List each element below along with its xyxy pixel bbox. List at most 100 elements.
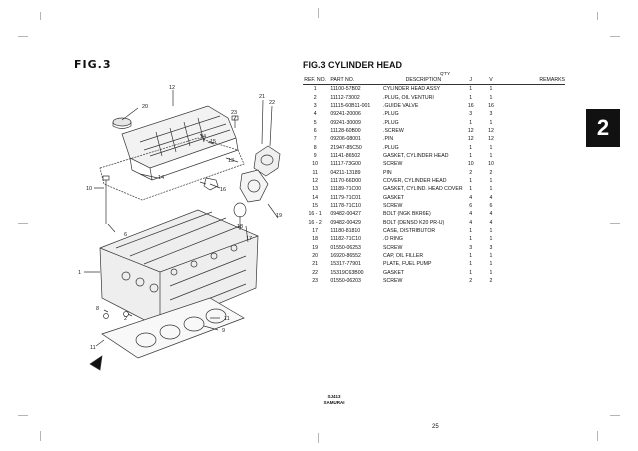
cell-desc: SCREW	[383, 278, 403, 285]
cell-desc: .PIN	[383, 136, 394, 143]
model-code: SJ413	[327, 394, 341, 399]
cell-v: 6	[489, 202, 493, 209]
o-ring	[233, 202, 247, 218]
parts-table: REF. NO. PART NO. DESCRIPTION J V REMARK…	[303, 77, 565, 285]
crop-mark	[597, 431, 598, 441]
callout-17: 17	[246, 236, 252, 242]
cell-remarks	[504, 143, 565, 151]
callout-10: 10	[86, 186, 92, 192]
crop-mark	[610, 36, 620, 37]
cell-desc: CASE, DISTRIBUTOR	[383, 228, 436, 235]
cell-ref: 22	[312, 269, 319, 276]
cell-desc: BOLT (DENSO K20 PR-U)	[383, 219, 445, 226]
cell-part: 09206-08001	[330, 136, 361, 143]
crop-mark	[318, 8, 319, 18]
cell-v: 1	[489, 186, 493, 193]
figure-label: FIG.3	[74, 58, 112, 71]
callout-23: 23	[231, 110, 237, 116]
cell-part: 11170-66D00	[330, 177, 361, 184]
cell-part: 04211-13189	[330, 169, 361, 176]
cell-v: 1	[489, 177, 493, 184]
plug	[103, 313, 109, 319]
cell-ref: 4	[313, 111, 317, 118]
cell-ref: 10	[312, 161, 319, 168]
cell-part: 11112-73002	[330, 94, 360, 101]
exploded-view-diagram: 12 20 21 22 23 14 15 13 14 10 16 19 18 1…	[78, 85, 282, 371]
cell-ref: 11	[312, 169, 318, 176]
cell-part: 11180-81810	[330, 228, 361, 235]
cell-j: 1	[469, 261, 473, 268]
cell-part: 11182-71C10	[330, 236, 361, 243]
screw	[231, 115, 239, 128]
cell-remarks	[504, 168, 565, 176]
cell-ref: 3	[313, 102, 317, 109]
cell-remarks	[504, 260, 565, 268]
cell-desc: COVER, CYLINDER HEAD	[383, 177, 447, 184]
cell-j: 12	[467, 127, 474, 134]
cell-v: 10	[488, 161, 494, 168]
cell-ref: 23	[312, 278, 319, 285]
crop-mark	[18, 415, 28, 416]
cell-v: 4	[489, 219, 493, 226]
cell-remarks	[504, 210, 565, 218]
cell-j: 1	[469, 186, 473, 193]
callout-11: 11	[224, 316, 230, 322]
cell-ref: 5	[313, 119, 317, 126]
cell-v: 4	[489, 211, 493, 218]
cell-j: 6	[469, 202, 473, 209]
cell-part: 09482-00427	[330, 211, 361, 218]
col-ref: REF. NO.	[303, 77, 328, 85]
cell-ref: 2	[313, 94, 317, 101]
cell-v: 1	[489, 253, 493, 260]
cell-v: 1	[489, 236, 493, 243]
page-number: 25	[432, 424, 439, 430]
cell-desc: PLATE, FUEL PUMP	[383, 261, 432, 268]
col-remarks: REMARKS	[504, 77, 565, 85]
head-bolt	[102, 175, 110, 224]
cell-remarks	[504, 110, 565, 118]
cell-v: 12	[488, 136, 494, 143]
cell-remarks	[504, 177, 565, 185]
cell-part: 11179-71C01	[330, 194, 361, 201]
spark-plug	[199, 177, 219, 191]
cell-desc: SCREW	[383, 161, 403, 168]
cell-ref: 16 - 2	[308, 219, 322, 226]
cell-j: 1	[469, 236, 473, 243]
cell-v: 1	[489, 261, 493, 268]
cell-j: 2	[469, 169, 473, 176]
cell-v: 2	[489, 169, 493, 176]
cell-j: 1	[469, 152, 473, 159]
crop-mark	[610, 223, 620, 224]
cell-desc: GASKET, CYLINDER HEAD	[383, 152, 449, 159]
callout-11: 11	[90, 345, 96, 351]
crop-mark	[610, 415, 620, 416]
cell-remarks	[504, 93, 565, 101]
cell-j: 12	[467, 136, 474, 143]
cell-j: 4	[469, 219, 473, 226]
cell-remarks	[504, 252, 565, 260]
cell-v: 4	[489, 194, 493, 201]
cell-ref: 6	[313, 127, 317, 134]
cell-remarks	[504, 193, 565, 201]
cell-remarks	[504, 160, 565, 168]
cell-remarks	[504, 202, 565, 210]
callout-12: 12	[169, 85, 175, 91]
col-j: J	[463, 77, 478, 85]
cell-ref: 15	[312, 202, 319, 209]
cell-v: 3	[489, 244, 493, 251]
cell-ref: 21	[312, 261, 319, 268]
cell-ref: 1	[313, 86, 317, 93]
cell-ref: 16 - 1	[308, 211, 322, 218]
head-gasket	[101, 297, 245, 359]
callout-9: 9	[222, 328, 225, 334]
callout-22: 22	[269, 100, 275, 106]
callout-2: 2	[124, 316, 127, 322]
head-cover	[121, 105, 239, 181]
